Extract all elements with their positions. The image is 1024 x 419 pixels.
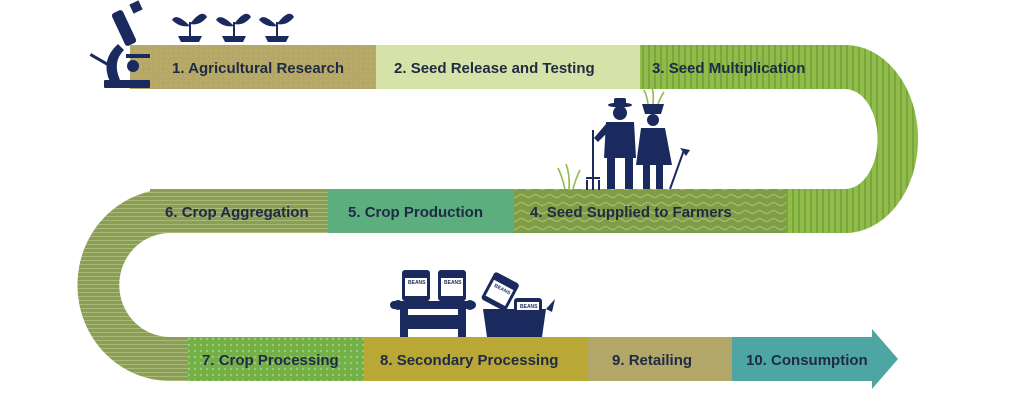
stage-1-label: 1. Agricultural Research xyxy=(172,60,344,77)
stage-9: 9. Retailing xyxy=(588,337,732,381)
stage-2: 2. Seed Release and Testing xyxy=(376,45,640,89)
stage-name: Seed Supplied to Farmers xyxy=(547,204,732,221)
stage-name: Agricultural Research xyxy=(188,60,344,77)
stage-5-label: 5. Crop Production xyxy=(348,204,483,221)
stage-5: 5. Crop Production xyxy=(328,189,514,233)
stage-name: Seed Multiplication xyxy=(669,60,806,77)
stage-10-label: 10. Consumption xyxy=(746,352,868,369)
stage-number: 8. xyxy=(380,352,397,369)
stage-1: 1. Agricultural Research xyxy=(130,45,376,89)
stage-7-label: 7. Crop Processing xyxy=(202,352,339,369)
stage-number: 10. xyxy=(746,352,771,369)
stage-number: 7. xyxy=(202,352,219,369)
can-1-label: BEANS xyxy=(408,280,426,286)
can-4: BEANS xyxy=(514,298,542,312)
conveyor-cans-icon: BEANS BEANS BEANS BEANS xyxy=(390,270,555,337)
can-2: BEANS xyxy=(438,270,466,301)
can-4-label: BEANS xyxy=(520,304,538,310)
stage-9-label: 9. Retailing xyxy=(612,352,692,369)
can-1: BEANS xyxy=(402,270,430,301)
stage-3-label: 3. Seed Multiplication xyxy=(652,60,805,77)
stage-number: 6. xyxy=(165,204,182,221)
stage-number: 3. xyxy=(652,60,669,77)
stage-name: Seed Release and Testing xyxy=(411,60,595,77)
stage-number: 4. xyxy=(530,204,547,221)
curve-left xyxy=(77,189,331,381)
curve-right xyxy=(785,45,919,233)
stage-3: 3. Seed Multiplication xyxy=(640,45,816,89)
stage-name: Retailing xyxy=(629,352,692,369)
can-3: BEANS xyxy=(481,272,519,311)
stage-name: Secondary Processing xyxy=(397,352,559,369)
stage-number: 9. xyxy=(612,352,629,369)
stage-number: 2. xyxy=(394,60,411,77)
seedling-icon xyxy=(172,13,294,42)
stage-name: Crop Processing xyxy=(219,352,339,369)
stage-6: 6. Crop Aggregation xyxy=(150,189,328,233)
stage-2-label: 2. Seed Release and Testing xyxy=(394,60,595,77)
farmers-icon xyxy=(557,87,690,190)
stage-4-label: 4. Seed Supplied to Farmers xyxy=(530,204,732,221)
stage-4: 4. Seed Supplied to Farmers xyxy=(514,189,786,233)
stage-name: Consumption xyxy=(771,352,868,369)
stage-name: Crop Production xyxy=(365,204,483,221)
stage-number: 5. xyxy=(348,204,365,221)
stage-7: 7. Crop Processing xyxy=(188,337,364,381)
stage-number: 1. xyxy=(172,60,188,77)
microscope-icon xyxy=(89,0,150,88)
stage-8: 8. Secondary Processing xyxy=(364,337,588,381)
can-2-label: BEANS xyxy=(444,280,462,286)
stage-8-label: 8. Secondary Processing xyxy=(380,352,558,369)
stage-6-label: 6. Crop Aggregation xyxy=(165,204,309,221)
stage-name: Crop Aggregation xyxy=(182,204,309,221)
stage-10: 10. Consumption xyxy=(732,329,898,389)
